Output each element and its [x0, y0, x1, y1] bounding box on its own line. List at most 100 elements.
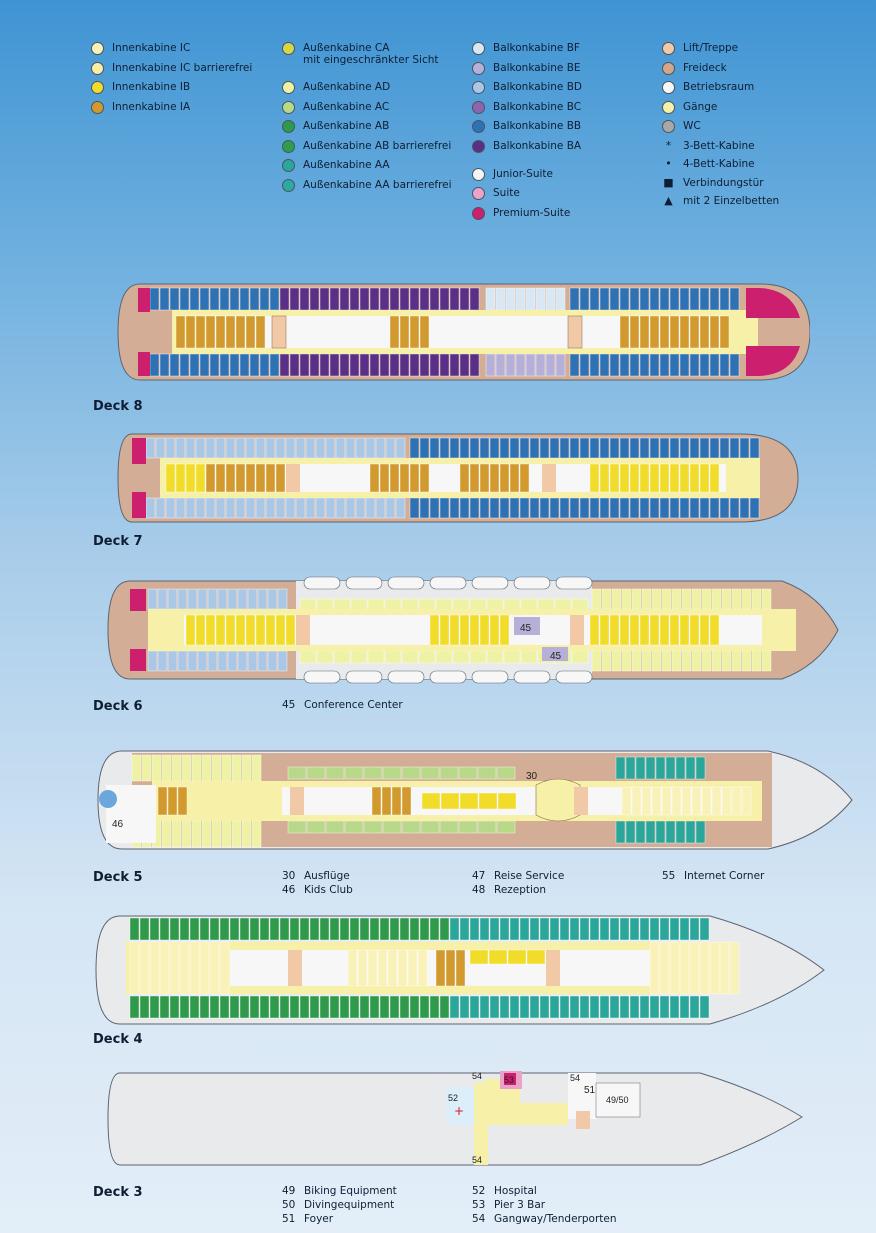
cabin: [459, 287, 470, 311]
cabin: [449, 287, 460, 311]
cabin: [719, 315, 730, 349]
cabin: [609, 437, 620, 459]
cabin: [419, 463, 430, 493]
cabin: [205, 463, 216, 493]
cabin: [265, 437, 276, 459]
cabin: [299, 353, 310, 377]
cabin: [305, 437, 316, 459]
cabin: [259, 917, 270, 941]
legend-item: Gänge: [662, 100, 779, 114]
cabin: [629, 353, 640, 377]
cabin: [175, 437, 186, 459]
cabin: [309, 287, 320, 311]
cabin: [459, 463, 470, 493]
legend-swatch: [282, 139, 295, 153]
deck-5-inner-cabins: [157, 786, 752, 816]
cabin: [175, 315, 186, 349]
legend-label: 4-Bett-Kabine: [683, 158, 755, 170]
deck-5-excursion-label: 30: [526, 771, 538, 782]
cabin: [695, 820, 706, 844]
cabin: [719, 353, 730, 377]
cabin: [175, 497, 186, 519]
legend-item: Innenkabine IB: [91, 81, 252, 94]
cabin: [251, 820, 262, 848]
cabin: [499, 463, 510, 493]
legend-swatch: [472, 187, 485, 200]
cabin: [247, 588, 258, 610]
cabin: [157, 650, 168, 672]
cabin: [549, 437, 560, 459]
cabin: [579, 497, 590, 519]
legend-item: Außenkabine AD: [282, 81, 452, 94]
cabin: [699, 941, 710, 995]
legend-label: Außenkabine CA mit eingeschränkter Sicht: [303, 42, 439, 66]
cabin: [639, 917, 650, 941]
cabin: [689, 437, 700, 459]
deck-3-hospital-label: 52: [448, 1093, 458, 1103]
cabin: [619, 614, 630, 646]
deck-3-equipment: [595, 1082, 641, 1118]
cabin: [209, 917, 220, 941]
legend-item: •4-Bett-Kabine: [662, 158, 779, 171]
cabin: [509, 463, 520, 493]
cabin: [319, 287, 330, 311]
deck-3-gangway-top-b: 54: [570, 1073, 580, 1083]
cabin: [679, 995, 690, 1019]
cabin: [721, 588, 732, 610]
legend-swatch: [472, 206, 485, 220]
cabin: [619, 463, 630, 493]
legend-item: Balkonkabine BC: [472, 100, 582, 114]
cabin: [215, 315, 226, 349]
cabin: [649, 463, 660, 493]
cabin: [285, 614, 296, 646]
cabin: [179, 995, 190, 1019]
cabin: [699, 497, 710, 519]
cabin: [161, 754, 172, 782]
deck-7-label: Deck 7: [93, 534, 143, 549]
cabin: [299, 995, 310, 1019]
cabin: [679, 614, 690, 646]
cabin: [659, 287, 670, 311]
cabin: [379, 463, 390, 493]
cabin: [625, 756, 636, 780]
cabin: [619, 437, 630, 459]
deck-8-premium-suite-bow-bottom: [746, 346, 800, 376]
cabin: [365, 497, 376, 519]
cabin: [369, 463, 380, 493]
legend-item: Balkonkabine BB: [472, 120, 582, 133]
cabin: [219, 353, 230, 377]
cabin: [259, 287, 270, 311]
cabin: [145, 497, 156, 519]
legend-label: Betriebsraum: [683, 81, 755, 93]
cabin: [659, 614, 670, 646]
deck-3-foyer-label: 51: [584, 1085, 596, 1096]
cabin: [496, 820, 516, 834]
legend-label: Balkonkabine BB: [493, 120, 582, 132]
cabin: [469, 917, 480, 941]
cabin: [669, 287, 680, 311]
cabin: [187, 650, 198, 672]
cabin: [569, 287, 580, 311]
cabin: [639, 463, 650, 493]
cabin: [259, 353, 270, 377]
cabin: [679, 353, 690, 377]
cabin: [485, 287, 496, 311]
cabin: [681, 650, 692, 672]
cabin: [741, 786, 752, 816]
cabin: [589, 995, 600, 1019]
cabin: [651, 786, 662, 816]
cabin: [149, 941, 160, 995]
cabin: [709, 463, 720, 493]
cabin: [309, 917, 320, 941]
cabin: [619, 287, 630, 311]
cabin: [496, 766, 516, 780]
cabin: [669, 614, 680, 646]
deck-3-gangway-top-a: 54: [472, 1071, 482, 1081]
cabin: [189, 353, 200, 377]
legend-label: 3-Bett-Kabine: [683, 139, 755, 152]
cabin: [589, 353, 600, 377]
